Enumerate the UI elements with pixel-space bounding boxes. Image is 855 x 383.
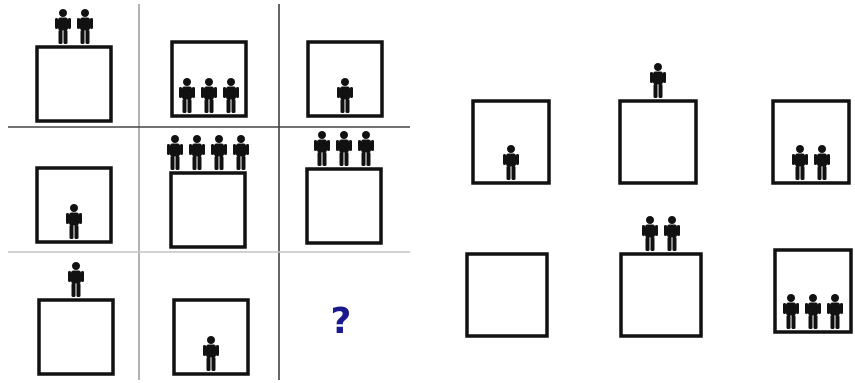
person-icon — [211, 135, 227, 170]
person-icon — [167, 135, 183, 170]
matrix-cell-r3c2 — [174, 300, 248, 374]
box — [621, 254, 701, 336]
answer-option-3[interactable] — [773, 101, 849, 183]
person-icon — [827, 294, 843, 329]
matrix-cell-r1c3 — [308, 42, 382, 116]
person-icon — [337, 78, 353, 113]
box — [775, 250, 851, 332]
person-icon — [77, 9, 93, 44]
person-icon — [814, 145, 830, 180]
box — [473, 101, 549, 183]
box — [307, 169, 381, 243]
matrix-cell-r3c1 — [39, 262, 113, 374]
person-icon — [503, 145, 519, 180]
person-icon — [358, 131, 374, 166]
person-icon — [179, 78, 195, 113]
matrix-cell-r1c1 — [37, 9, 111, 121]
matrix-cell-r1c2 — [172, 42, 246, 116]
box — [467, 254, 547, 336]
person-icon — [223, 78, 239, 113]
box — [37, 47, 111, 121]
person-icon — [642, 216, 658, 251]
matrix-cell-r2c3 — [307, 131, 381, 243]
answer-option-5[interactable] — [621, 216, 701, 336]
person-icon — [203, 336, 219, 371]
answer-options[interactable] — [467, 63, 851, 336]
answer-option-6[interactable] — [775, 250, 851, 332]
answer-option-1[interactable] — [473, 101, 549, 183]
person-icon — [650, 63, 666, 98]
person-icon — [55, 9, 71, 44]
person-icon — [792, 145, 808, 180]
box — [620, 101, 696, 183]
matrix-cell-r2c2 — [167, 135, 249, 247]
person-icon — [805, 294, 821, 329]
person-icon — [68, 262, 84, 297]
missing-cell-question-mark: ? — [331, 301, 352, 342]
person-icon — [66, 204, 82, 239]
box — [773, 101, 849, 183]
matrix-cell-r2c1 — [37, 168, 111, 242]
person-icon — [201, 78, 217, 113]
person-icon — [314, 131, 330, 166]
box — [39, 300, 113, 374]
person-icon — [233, 135, 249, 170]
person-icon — [783, 294, 799, 329]
puzzle-matrix: ? — [8, 4, 410, 380]
box — [171, 173, 245, 247]
person-icon — [336, 131, 352, 166]
answer-option-2[interactable] — [620, 63, 696, 183]
answer-option-4[interactable] — [467, 254, 547, 336]
person-icon — [664, 216, 680, 251]
person-icon — [189, 135, 205, 170]
